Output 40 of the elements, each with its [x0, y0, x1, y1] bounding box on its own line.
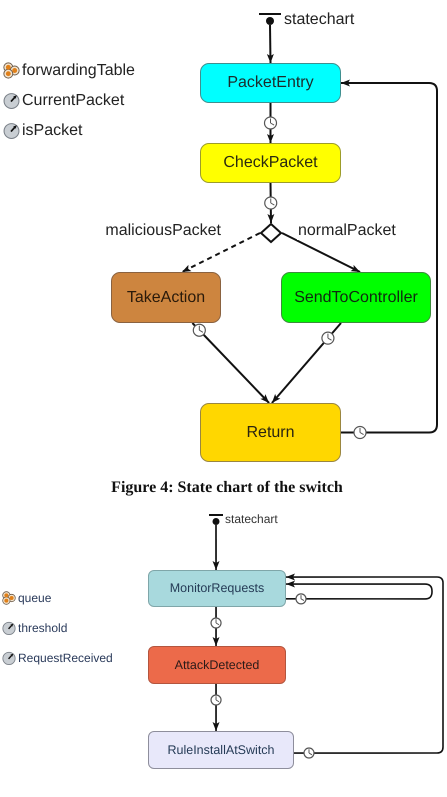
transition-arrow: [266, 24, 274, 64]
state-name: SendToController: [294, 288, 418, 308]
variable-name: threshold: [18, 621, 68, 636]
state-name: Return: [246, 422, 295, 442]
transition-arrow: [182, 232, 260, 273]
state-box: [148, 646, 286, 684]
variable-name: queue: [18, 591, 52, 606]
transition-arrow: [286, 580, 433, 600]
transition-arrow: [212, 525, 220, 570]
edge-label: normalPacket: [297, 221, 397, 240]
state-box: [148, 570, 286, 607]
state-name: RuleInstallAtSwitch: [168, 742, 274, 758]
choice-diamond: [260, 223, 282, 243]
state-name: AttackDetected: [174, 658, 260, 672]
transition-arrow: [282, 232, 360, 273]
chart-name-label: statechart: [284, 10, 354, 30]
state-box: [148, 731, 294, 769]
transition-arrow: [212, 684, 220, 731]
state-name: PacketEntry: [227, 73, 314, 93]
initial-state-marker: [259, 13, 281, 25]
variable-name: isPacket: [22, 121, 82, 140]
transition-arrow: [271, 322, 342, 404]
variable-name: CurrentPacket: [22, 91, 124, 110]
state-box: [281, 272, 431, 323]
state-name: TakeAction: [126, 288, 206, 308]
variable-name: forwardingTable: [22, 61, 135, 80]
transition-arrow: [286, 574, 444, 754]
state-box: [200, 403, 341, 462]
state-name: MonitorRequests: [170, 581, 264, 596]
state-box: [111, 272, 221, 323]
state-name: CheckPacket: [223, 153, 318, 173]
chart-name-label: statechart: [225, 512, 278, 526]
variable-name: RequestReceived: [18, 651, 113, 666]
figure-caption: Figure 4: State chart of the switch: [111, 478, 343, 498]
transition-arrow: [192, 322, 270, 404]
state-box: [200, 63, 341, 103]
transition-arrow: [212, 607, 220, 646]
initial-state-marker: [209, 514, 223, 525]
transition-arrow: [341, 80, 438, 434]
state-box: [200, 143, 341, 183]
